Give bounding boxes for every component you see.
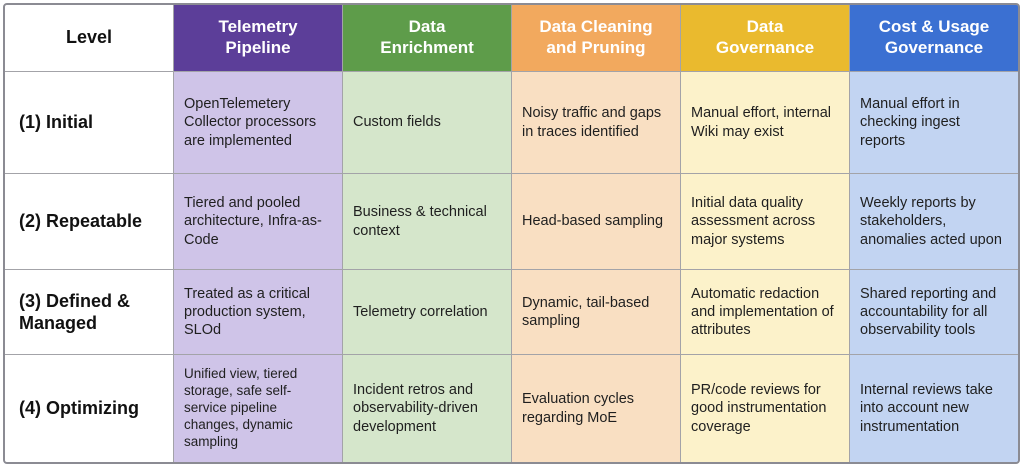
column-header-cost-usage-governance: Cost & Usage Governance [850,5,1018,71]
column-header-data-cleaning-pruning: Data Cleaning and Pruning [512,5,680,71]
cell-initial-data-enrichment: Custom fields [343,72,511,173]
cell-initial-cost-usage-governance: Manual effort in checking ingest reports [850,72,1018,173]
cell-defined-data-governance: Automatic redaction and implementation o… [681,270,849,354]
level-label-defined-managed: (3) Defined & Managed [5,270,173,354]
cell-optimizing-data-enrichment: Incident retros and observability-driven… [343,355,511,462]
column-header-data-enrichment: Data Enrichment [343,5,511,71]
cell-optimizing-cost-usage-governance: Internal reviews take into account new i… [850,355,1018,462]
level-label-initial: (1) Initial [5,72,173,173]
cell-defined-telemetry-pipeline: Treated as a critical production system,… [174,270,342,354]
cell-optimizing-data-cleaning-pruning: Evaluation cycles regarding MoE [512,355,680,462]
cell-repeatable-data-governance: Initial data quality assessment across m… [681,174,849,269]
cell-repeatable-cost-usage-governance: Weekly reports by stakeholders, anomalie… [850,174,1018,269]
cell-optimizing-data-governance: PR/code reviews for good instrumentation… [681,355,849,462]
cell-initial-data-governance: Manual effort, internal Wiki may exist [681,72,849,173]
column-header-level: Level [5,5,173,71]
cell-defined-cost-usage-governance: Shared reporting and accountability for … [850,270,1018,354]
maturity-matrix-table: Level Telemetry Pipeline Data Enrichment… [3,3,1020,464]
cell-repeatable-telemetry-pipeline: Tiered and pooled architecture, Infra-as… [174,174,342,269]
cell-repeatable-data-cleaning-pruning: Head-based sampling [512,174,680,269]
column-header-data-governance: Data Governance [681,5,849,71]
cell-defined-data-cleaning-pruning: Dynamic, tail-based sampling [512,270,680,354]
cell-defined-data-enrichment: Telemetry correlation [343,270,511,354]
column-header-telemetry-pipeline: Telemetry Pipeline [174,5,342,71]
cell-optimizing-telemetry-pipeline: Unified view, tiered storage, safe self-… [174,355,342,462]
level-label-repeatable: (2) Repeatable [5,174,173,269]
cell-initial-telemetry-pipeline: OpenTelemetery Collector processors are … [174,72,342,173]
cell-repeatable-data-enrichment: Business & technical context [343,174,511,269]
cell-initial-data-cleaning-pruning: Noisy traffic and gaps in traces identif… [512,72,680,173]
level-label-optimizing: (4) Optimizing [5,355,173,462]
